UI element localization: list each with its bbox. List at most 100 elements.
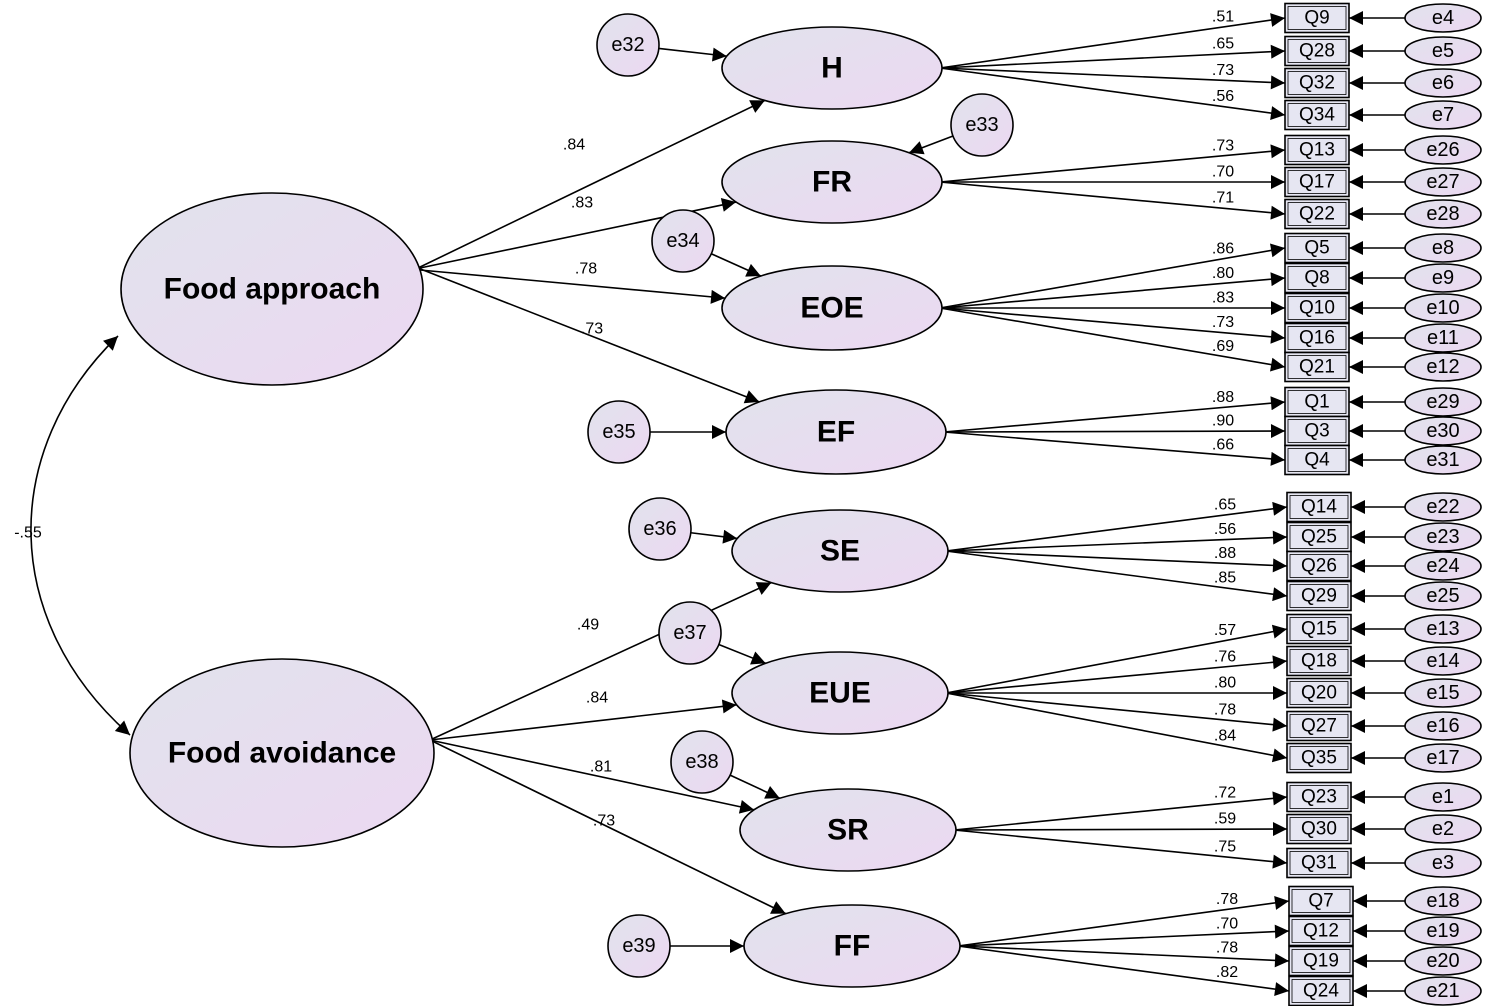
factor-node-h [721, 26, 943, 110]
item-error-node-e28 [1404, 199, 1482, 229]
item-label: Q9 [1304, 8, 1329, 29]
item-error-node-e10 [1404, 293, 1482, 323]
item-box-inner [1287, 419, 1347, 443]
item-box-inner [1291, 949, 1351, 973]
item-box-inner [1289, 785, 1349, 809]
item-loading-label: .70 [1212, 164, 1234, 181]
item-error-node-e20 [1404, 946, 1482, 976]
item-error-label: e24 [1426, 555, 1459, 577]
item-loading-label: .88 [1214, 545, 1236, 562]
item-box-q12 [1288, 915, 1354, 947]
item-box-inner [1287, 448, 1347, 472]
item-error-label: e1 [1432, 786, 1454, 808]
item-label: Q22 [1299, 204, 1335, 225]
item-error-node-e21 [1404, 976, 1482, 1006]
item-label: Q12 [1303, 921, 1339, 942]
item-error-node-e11 [1404, 323, 1482, 353]
item-box-q18 [1286, 645, 1352, 677]
item-error-label: e27 [1426, 171, 1459, 193]
item-loading-label: .56 [1212, 88, 1234, 105]
item-error-node-e6 [1404, 68, 1482, 98]
item-box-q24 [1288, 975, 1354, 1006]
item-box-q22 [1284, 198, 1350, 230]
item-error-node-e1 [1404, 782, 1482, 812]
item-label: Q1 [1304, 392, 1329, 413]
factor-loading-label: .78 [575, 261, 597, 278]
item-box-q8 [1284, 262, 1350, 294]
factor-label: SE [820, 535, 860, 568]
item-box-inner [1287, 326, 1347, 350]
item-loading-label: .80 [1214, 675, 1236, 692]
item-loading-label: .66 [1212, 436, 1234, 453]
error-node-e34 [651, 209, 715, 273]
error-arrow-e33 [908, 135, 954, 155]
error-node-e36 [628, 497, 692, 561]
item-label: Q28 [1299, 41, 1335, 62]
item-box-inner [1287, 390, 1347, 414]
item-error-label: e18 [1426, 890, 1459, 912]
item-error-label: e2 [1432, 818, 1454, 840]
item-box-q19 [1288, 945, 1354, 977]
item-box-inner [1289, 584, 1349, 608]
item-error-node-e5 [1404, 36, 1482, 66]
item-loading-label: .65 [1212, 36, 1234, 53]
item-label: Q29 [1301, 586, 1337, 607]
item-error-label: e26 [1426, 139, 1459, 161]
factor-label: EUE [809, 677, 871, 710]
item-error-label: e4 [1432, 7, 1454, 29]
factor-label: FR [812, 166, 852, 199]
correlation-arc [30, 335, 131, 736]
loading-arrow-sr [429, 739, 755, 814]
factor-node-fr [721, 140, 943, 224]
item-error-node-e23 [1404, 522, 1482, 552]
factor-label: EF [817, 416, 855, 449]
item-box-inner [1287, 39, 1347, 63]
item-error-label: e21 [1426, 980, 1459, 1002]
factor-loading-label: .73 [581, 321, 603, 338]
item-error-node-e17 [1404, 743, 1482, 773]
item-loading-arrow-q12 [957, 924, 1290, 947]
item-loading-arrow-q16 [939, 307, 1286, 344]
item-loading-label: .73 [1212, 137, 1234, 154]
item-error-node-e25 [1404, 581, 1482, 611]
item-box-q3 [1284, 415, 1350, 447]
item-error-label: e7 [1432, 104, 1454, 126]
error-node-e35 [587, 400, 651, 464]
error-label: e38 [685, 751, 718, 773]
item-loading-arrow-q28 [939, 44, 1286, 69]
item-label: Q13 [1299, 140, 1335, 161]
item-box-inner [1287, 71, 1347, 95]
item-loading-arrow-q24 [957, 945, 1290, 997]
item-box-q5 [1284, 232, 1350, 264]
item-loading-arrow-q27 [945, 692, 1288, 732]
error-label: e33 [965, 114, 998, 136]
item-error-node-e2 [1404, 814, 1482, 844]
loading-arrow-eue [429, 699, 737, 741]
item-box-q15 [1286, 613, 1352, 645]
item-error-label: e19 [1426, 920, 1459, 942]
item-error-label: e5 [1432, 40, 1454, 62]
latent-label: Food avoidance [168, 737, 396, 770]
factor-label: FF [834, 930, 871, 963]
item-box-inner [1287, 103, 1347, 127]
item-box-q7 [1288, 885, 1354, 917]
item-loading-arrow-q29 [945, 550, 1288, 602]
factor-loading-label: .73 [593, 813, 615, 830]
factor-node-se [731, 509, 949, 593]
item-error-label: e14 [1426, 650, 1459, 672]
item-error-label: e30 [1426, 420, 1459, 442]
item-box-q23 [1286, 781, 1352, 813]
item-label: Q23 [1301, 787, 1337, 808]
item-error-node-e26 [1404, 135, 1482, 165]
item-box-q26 [1286, 550, 1352, 582]
item-box-inner [1289, 681, 1349, 705]
item-box-inner [1289, 649, 1349, 673]
error-arrow-e36 [690, 529, 738, 544]
error-label: e35 [602, 421, 635, 443]
item-loading-arrow-q18 [945, 655, 1288, 694]
item-label: Q35 [1301, 748, 1337, 769]
item-error-node-e18 [1404, 886, 1482, 916]
item-box-inner [1291, 979, 1351, 1003]
factor-node-eue [731, 651, 949, 735]
factor-label: SR [827, 814, 869, 847]
